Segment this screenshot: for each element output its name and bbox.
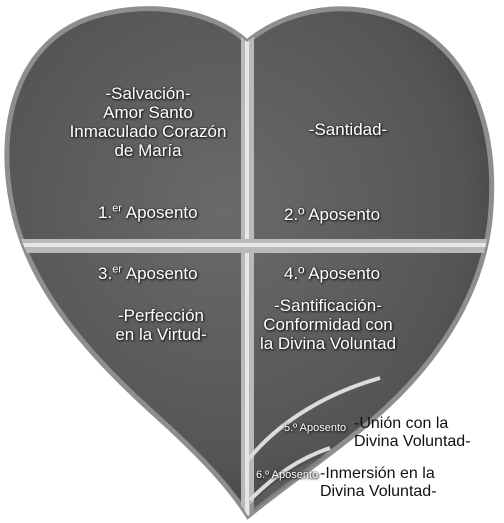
room5-text: -Unión con la Divina Voluntad- [354, 415, 471, 451]
room6-arc [248, 446, 331, 502]
room3-line: -Perfección [118, 306, 204, 325]
room4-line: Conformidad con [263, 315, 393, 335]
room6-line: Divina Voluntad- [320, 482, 437, 500]
room1-line: Inmaculado Corazón [69, 122, 227, 142]
room4-text: -Santificación- Conformidad con la Divin… [256, 296, 400, 353]
room5-title: 5.º Aposento [284, 422, 347, 434]
room4-title: 4.º Aposento [284, 264, 381, 283]
room3-text: -Perfección en la Virtud- [96, 306, 226, 344]
room3-title: 3.er Aposento [98, 263, 198, 283]
room1-text: -Salvación- Amor Santo Inmaculado Corazó… [60, 84, 236, 160]
room6-line: -Inmersión en la [320, 465, 435, 482]
room5-arc [246, 376, 381, 462]
room6-title: 6.º Aposento [256, 469, 319, 481]
room1-line: Amor Santo [103, 103, 193, 123]
room4-line: la Divina Voluntad [259, 334, 397, 354]
room2-title: 2.º Aposento [284, 205, 381, 224]
room1-line: de María [114, 141, 182, 161]
room6-text: -Inmersión en la Divina Voluntad- [320, 465, 437, 501]
room3-line: en la Virtud- [115, 325, 207, 345]
room1-line: -Salvación- [105, 84, 191, 103]
room2-line: -Santidad- [308, 120, 388, 139]
room4-line: -Santificación- [274, 296, 382, 315]
room5-line: Divina Voluntad- [354, 432, 471, 450]
room1-title: 1.er Aposento [98, 202, 198, 222]
room2-text: -Santidad- [288, 120, 408, 139]
room5-line: -Unión con la [354, 415, 449, 432]
